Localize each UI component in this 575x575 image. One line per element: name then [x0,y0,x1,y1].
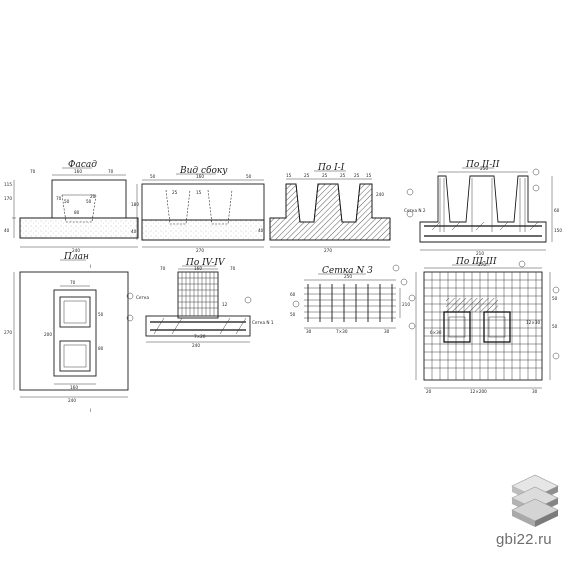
section-4-dim: 70 [230,266,236,271]
facade-dim: 70 [56,196,62,201]
section-1-title: По I-I [317,163,345,173]
plan-mark: I [90,264,91,269]
section-3-dim: 20 [426,389,432,394]
facade-dim: 170 [4,196,12,201]
section-4-dim: 160 [194,266,202,271]
side-dim: 15 [196,190,202,195]
facade-dim: 160 [74,169,82,174]
side-dim: 270 [196,248,204,253]
section-1-dim: 15 [286,173,292,178]
facade-dim: 40 [4,228,10,233]
facade-title: Фасад [68,160,97,170]
section-1-dim: 25 [340,173,346,178]
mesh-3-dim: 7×30 [336,329,348,334]
mesh-3-dim: 60 [290,292,296,297]
plan-dim: 80 [98,346,104,351]
section-4-label: Сетка [136,295,149,300]
section-2-dim: 210 [476,251,484,256]
facade-dim: 20 [90,194,96,199]
section-2-dim: 250 [480,166,488,171]
stacked-slabs-logo-icon [511,474,559,527]
side-dim: 180 [131,202,139,207]
section-1-dim: 25 [304,173,310,178]
section-4-view: По IV-IV 70 160 70 12 7×2 [126,258,274,348]
facade-dim: 70 [108,169,114,174]
plan-dim: 160 [70,385,78,390]
plan-mark: I [90,408,91,413]
facade-dim: 70 [30,169,36,174]
section-3-dim: 50 [552,324,558,329]
plan-view: План I 70 50 270 200 160 240 80 I [4,252,129,413]
section-1-dim: 25 [322,173,328,178]
section-4-title: По IV-IV [185,258,226,268]
mesh-3-dim: 30 [306,329,312,334]
section-3-view: По III-III 270 [408,257,560,394]
section-3-dim: 12×200 [470,389,487,394]
plan-dim: 70 [70,280,76,285]
section-4-dim: 7×20 [194,334,206,339]
section-3-dim: 270 [478,262,486,267]
plan-dim: 50 [98,312,104,317]
side-title: Вид сбоку [179,165,228,176]
plan-dim: 240 [68,398,76,403]
section-1-dim: 240 [376,192,384,197]
side-dim: 160 [196,174,204,179]
facade-dim: 240 [72,248,80,253]
section-3-title: По III-III [455,257,497,267]
side-view: Вид сбоку 50 160 50 180 25 15 270 40 [131,165,265,253]
plan-dim: 200 [44,332,52,337]
section-1-view: По I-I 15 25 25 25 25 15 270 40 240 [258,163,391,253]
site-watermark: gbi22.ru [496,531,552,548]
section-1-dim: 270 [324,248,332,253]
section-4-dim: 240 [192,343,200,348]
mesh-3-dim: 50 [290,312,296,317]
side-dim: 50 [246,174,252,179]
side-dim: 40 [131,229,137,234]
section-4-dim: 70 [160,266,166,271]
section-2-view: По II-II 250 60 210 150 Сетка N 2 [404,160,562,256]
plan-dim: 270 [4,330,12,335]
section-2-dim: 150 [554,228,562,233]
plan-title: План [63,252,89,262]
side-dim: 50 [150,174,156,179]
section-3-dim: 6×30 [430,330,442,335]
section-2-label: Сетка N 2 [404,208,426,213]
facade-dim: 80 [74,210,80,215]
mesh-3-dim: 210 [402,302,410,307]
section-1-dim: 40 [258,228,264,233]
facade-dim: 50 [64,199,70,204]
section-3-dim: 50 [552,296,558,301]
section-1-dim: 15 [366,173,372,178]
section-1-dim: 25 [354,173,360,178]
mesh-3-dim: 30 [384,329,390,334]
mesh-3-title: Сетка N 3 [322,266,373,276]
section-3-dim: 30 [532,389,538,394]
facade-dim: 50 [86,199,92,204]
section-4-label: Сетка N 1 [252,320,274,325]
side-dim: 25 [172,190,178,195]
facade-dim: 115 [4,182,12,187]
mesh-3-view: Сетка N 3 250 7×30 30 30 210 60 50 [290,264,410,334]
section-3-dim: 12×30 [526,320,541,325]
section-2-title: По II-II [465,160,500,170]
section-2-dim: 60 [554,208,560,213]
section-4-dim: 12 [222,302,228,307]
mesh-3-dim: 250 [344,274,352,279]
facade-view: Фасад 70 160 70 70 50 50 20 80 240 170 1… [4,160,139,253]
